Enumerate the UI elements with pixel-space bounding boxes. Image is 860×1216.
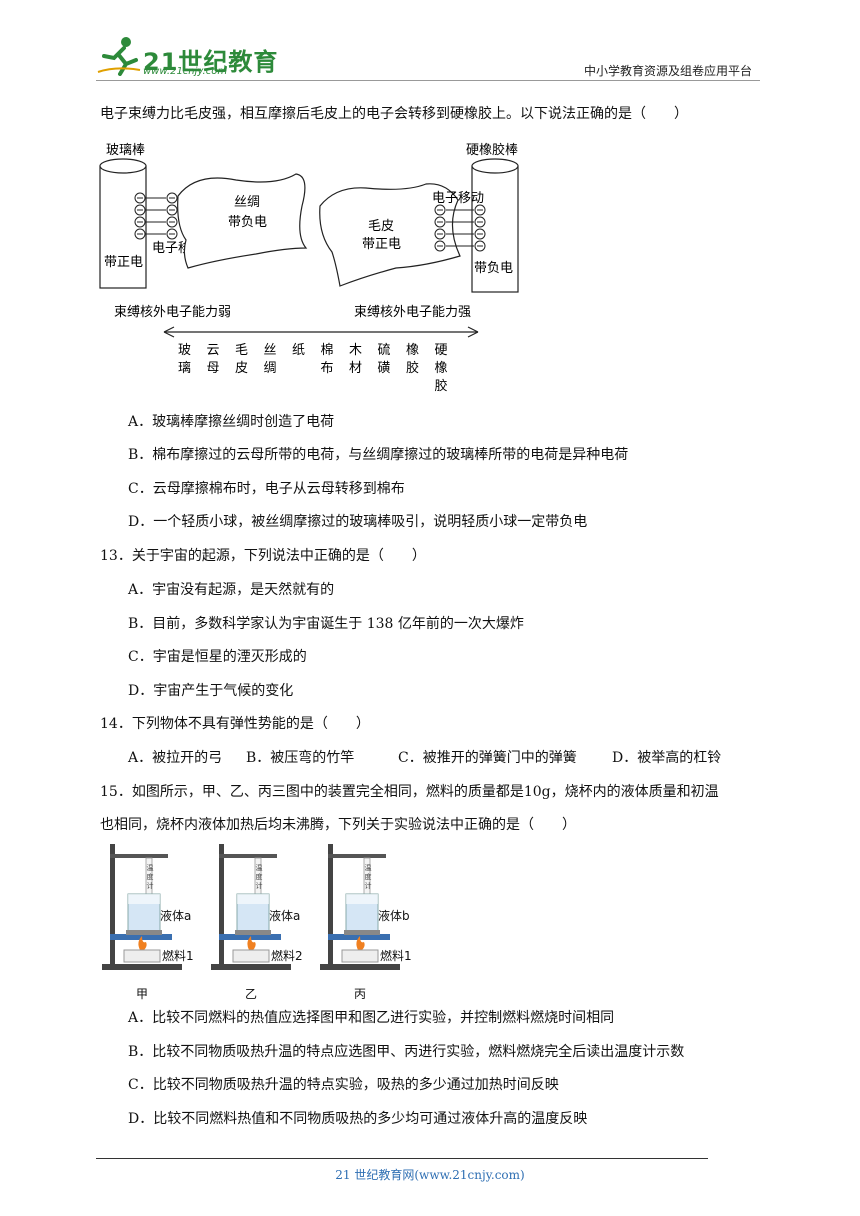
q12-option-c: C．云母摩擦棉布时，电子从云母转移到棉布 xyxy=(128,481,405,497)
q15-option-d: D．比较不同燃料热值和不同物质吸热的多少均可通过液体升高的温度反映 xyxy=(128,1111,588,1127)
q13-option-a: A．宇宙没有起源，是天然就有的 xyxy=(128,582,335,598)
q12-option-a: A．玻璃棒摩擦丝绸时创造了电荷 xyxy=(128,414,335,430)
footer-divider xyxy=(96,1158,708,1159)
glass-rod-label: 玻璃棒 xyxy=(106,143,145,158)
material-char: 璃 xyxy=(178,361,191,376)
thermometer-label-char: 温 xyxy=(256,863,263,872)
logo xyxy=(96,36,266,80)
material-char: 木 xyxy=(349,343,362,358)
material-char: 玻 xyxy=(178,343,191,358)
liquid-label: 液体b xyxy=(378,908,410,923)
setup-name: 丙 xyxy=(354,987,366,1001)
material-char: 磺 xyxy=(378,361,391,376)
logo-text: 21世纪教育 xyxy=(143,48,279,76)
q13-option-c: C．宇宙是恒星的湮灭形成的 xyxy=(128,649,307,665)
material-char: 棉 xyxy=(321,343,334,358)
weak-ability-label: 束缚核外电子能力弱 xyxy=(114,304,231,320)
material-char: 胶 xyxy=(435,378,448,394)
material-char: 布 xyxy=(321,361,334,376)
silk-label: 丝绸 xyxy=(234,195,260,210)
logo-url: www.21cnjy.com xyxy=(143,66,228,77)
q14-option-b: B．被压弯的竹竿 xyxy=(246,750,355,766)
thermometer-label-char: 度 xyxy=(147,872,154,881)
material-char: 云 xyxy=(207,343,220,358)
fur xyxy=(319,183,461,287)
q14-option-d: D．被举高的杠铃 xyxy=(612,750,722,766)
fuel-label: 燃料2 xyxy=(271,948,303,963)
runner-logo-icon xyxy=(97,37,141,76)
q15-option-c: C．比较不同物质吸热升温的特点实验，吸热的多少通过加热时间反映 xyxy=(128,1077,559,1093)
material-char: 丝 xyxy=(264,343,277,358)
q12-intro: 电子束缚力比毛皮强，相互摩擦后毛皮上的电子会转移到硬橡胶上。以下说法正确的是（ … xyxy=(100,106,688,122)
q15-option-a: A．比较不同燃料的热值应选择图甲和图乙进行实验，并控制燃料燃烧时间相同 xyxy=(128,1010,615,1026)
fuel-label: 燃料1 xyxy=(380,948,412,963)
q14-option-c: C．被推开的弹簧门中的弹簧 xyxy=(398,750,577,766)
material-char: 硬 xyxy=(435,343,448,358)
q12-option-d: D．一个轻质小球，被丝绸摩擦过的玻璃棒吸引，说明轻质小球一定带负电 xyxy=(128,514,588,530)
q13-option-b: B．目前，多数科学家认为宇宙诞生于 138 亿年前的一次大爆炸 xyxy=(128,616,524,632)
header-divider xyxy=(96,80,760,81)
material-char: 纸 xyxy=(292,343,305,358)
material-char: 橡 xyxy=(406,343,419,358)
fuel-label: 燃料1 xyxy=(162,948,194,963)
silk-charge: 带负电 xyxy=(228,215,267,230)
material-char: 材 xyxy=(349,361,362,376)
thermometer-label-char: 度 xyxy=(256,872,263,881)
q13-option-d: D．宇宙产生于气候的变化 xyxy=(128,683,294,699)
material-char: 皮 xyxy=(235,361,248,376)
q13-stem: 13．关于宇宙的起源，下列说法中正确的是（ ） xyxy=(100,548,426,564)
thermometer-label-char: 计 xyxy=(256,881,263,890)
q15-stem-line1: 15．如图所示，甲、乙、丙三图中的装置完全相同，燃料的质量都是10g，烧杯内的液… xyxy=(100,784,719,800)
fur-charge: 带正电 xyxy=(362,237,401,252)
materials-series: 玻璃云母毛皮丝绸纸棉布木材硫磺橡胶硬橡胶 xyxy=(178,343,448,394)
thermometer-label-char: 温 xyxy=(147,863,154,872)
q15-option-b: B．比较不同物质吸热升温的特点应选图甲、丙进行实验，燃料燃烧完全后读出温度计示数 xyxy=(128,1044,685,1060)
thermometer-label-char: 温 xyxy=(365,863,372,872)
material-char: 橡 xyxy=(435,361,448,376)
silk-cloth xyxy=(177,173,308,269)
glass-rod-charge: 带正电 xyxy=(104,255,143,270)
thermometer-label-char: 计 xyxy=(147,881,154,890)
material-char: 胶 xyxy=(406,360,419,376)
setup-name: 乙 xyxy=(245,987,257,1001)
material-char: 母 xyxy=(207,361,220,376)
setup-name: 甲 xyxy=(136,987,148,1001)
platform-title: 中小学教育资源及组卷应用平台 xyxy=(583,64,752,78)
q14-stem: 14．下列物体不具有弹性势能的是（ ） xyxy=(100,716,370,732)
thermometer-label-char: 度 xyxy=(365,872,372,881)
q15-stem-line2: 也相同，烧杯内液体加热后均未沸腾，下列关于实验说法中正确的是（ ） xyxy=(100,817,576,833)
q14-option-a: A．被拉开的弓 xyxy=(128,750,223,766)
liquid-label: 液体a xyxy=(160,908,191,923)
footer-text: 21 世纪教育网(www.21cnjy.com) xyxy=(335,1168,525,1182)
material-char: 绸 xyxy=(264,361,277,376)
material-char: 毛 xyxy=(235,343,248,358)
material-char: 硫 xyxy=(378,343,391,358)
liquid-label: 液体a xyxy=(269,908,300,923)
q12-option-b: B．棉布摩擦过的云母所带的电荷，与丝绸摩擦过的玻璃棒所带的电荷是异种电荷 xyxy=(128,447,629,463)
thermometer-label-char: 计 xyxy=(365,881,372,890)
rubber-rod-charge: 带负电 xyxy=(474,261,513,276)
strong-ability-label: 束缚核外电子能力强 xyxy=(354,304,471,320)
rubber-rod-label: 硬橡胶棒 xyxy=(466,142,518,158)
triboelectric-figure: 玻璃棒 带正电 电子移动 丝绸 带负电 毛皮 带正电 硬橡胶棒 带负电 电子移动… xyxy=(99,142,519,394)
electron-move-right: 电子移动 xyxy=(432,191,484,206)
fur-label: 毛皮 xyxy=(368,219,394,234)
